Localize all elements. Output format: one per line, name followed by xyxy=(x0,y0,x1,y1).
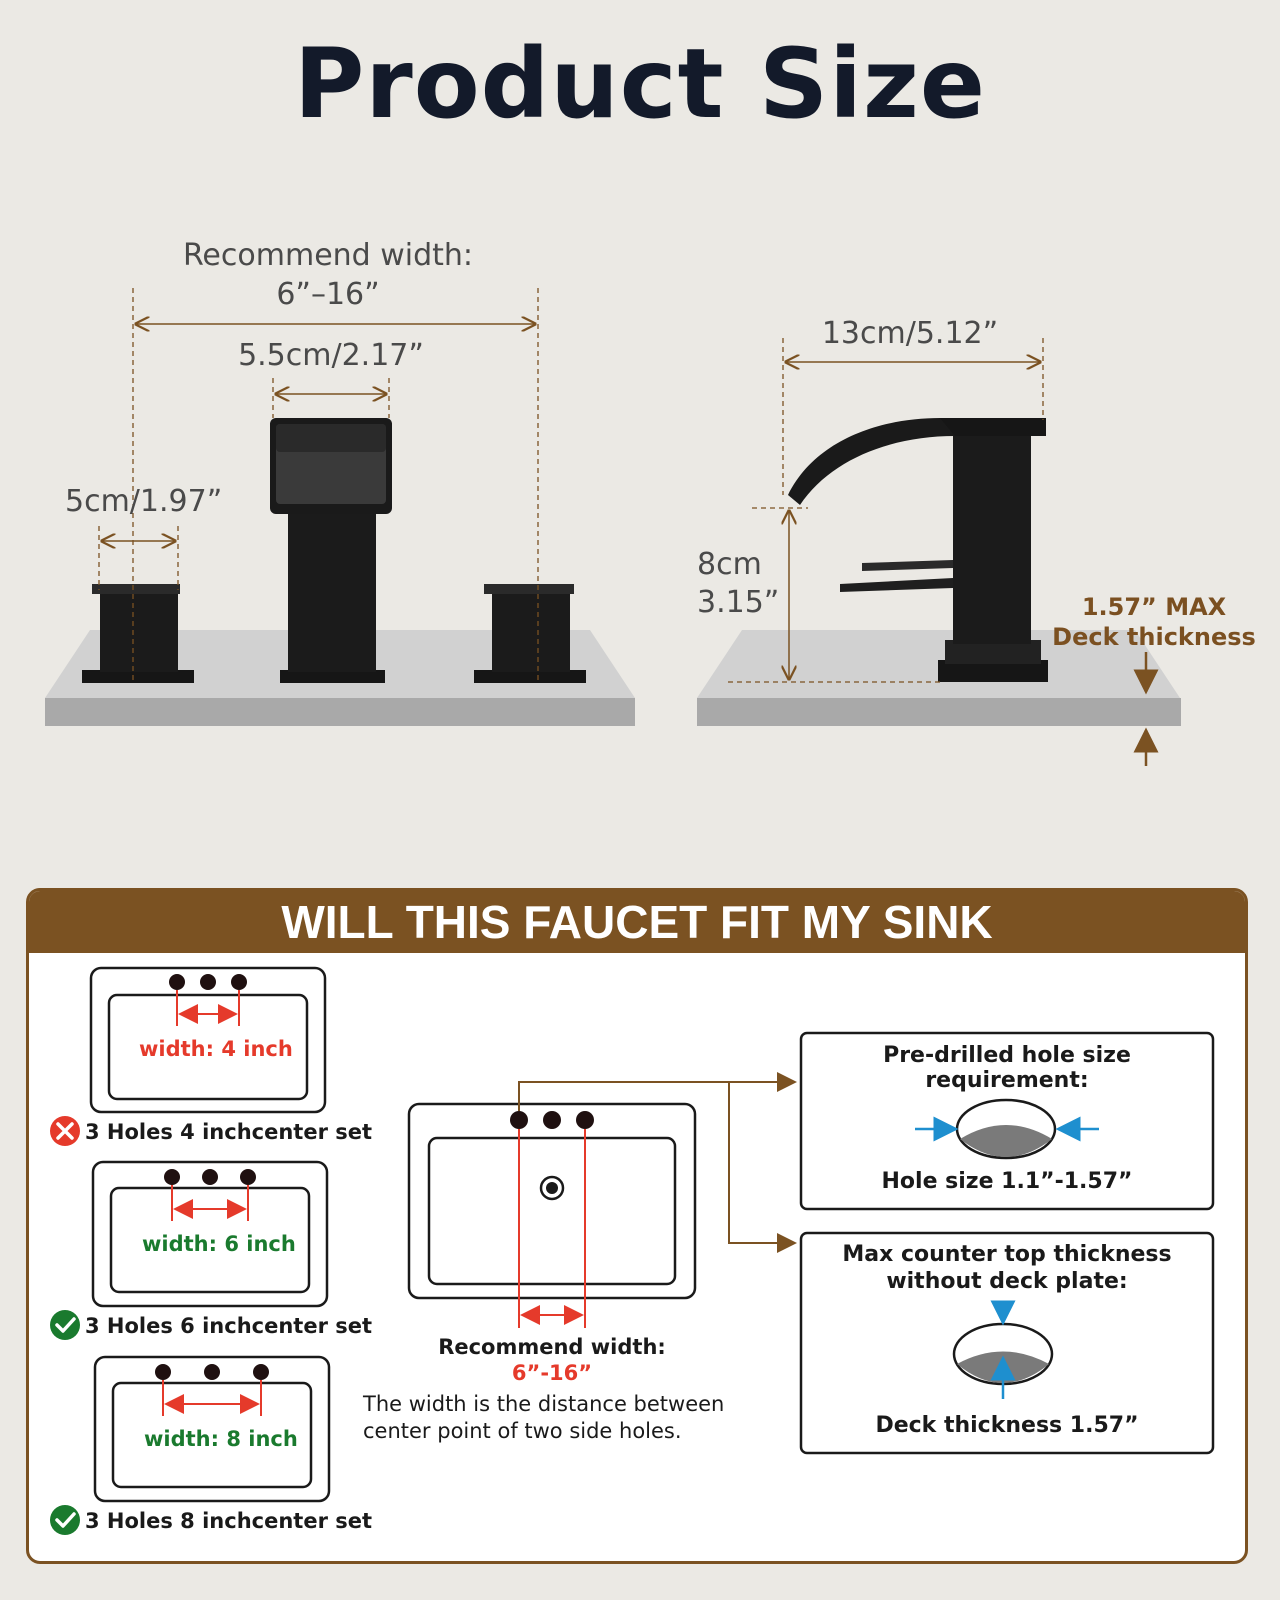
option-4-caption: 3 Holes 4 inchcenter set xyxy=(85,1120,373,1144)
height-line2: 3.15” xyxy=(697,585,780,620)
check-icon xyxy=(50,1505,80,1535)
cross-icon xyxy=(50,1116,80,1146)
connector-lines xyxy=(518,1072,797,1253)
spout-width-label: 5.5cm/2.17” xyxy=(238,338,424,373)
deck-thickness-label: 1.57” MAX Deck thickness xyxy=(1046,592,1262,652)
sink-6-inch xyxy=(91,1160,329,1308)
fit-banner: WILL THIS FAUCET FIT MY SINK xyxy=(29,891,1245,953)
center-spout xyxy=(270,418,392,683)
front-dimensions xyxy=(98,288,539,680)
width-note-line1: The width is the distance between xyxy=(363,1392,725,1416)
hole-requirement-title: Pre-drilled hole size requirement: xyxy=(883,1043,1131,1093)
recommend-value: 6”-16” xyxy=(511,1361,593,1385)
handle-width-label: 5cm/1.97” xyxy=(65,484,223,519)
reach-label: 13cm/5.12” xyxy=(821,316,999,351)
sink-4-inch xyxy=(89,966,327,1114)
recommend-width-line2: 6”–16” xyxy=(276,277,380,312)
fit-diagram xyxy=(50,966,1215,1535)
height-label: 8cm 3.15” xyxy=(697,546,779,622)
product-size-diagram xyxy=(45,288,1181,766)
center-sink xyxy=(407,1102,697,1328)
width-4-label: width: 4 inch xyxy=(139,1037,293,1061)
deck-thickness-value: Deck thickness 1.57” xyxy=(875,1413,1139,1438)
hole-requirement-box xyxy=(799,1031,1215,1211)
deck-line1: 1.57” MAX xyxy=(1081,593,1227,621)
thickness-requirement-box xyxy=(799,1231,1215,1455)
recommend-label: Recommend width: xyxy=(438,1335,666,1359)
width-8-label: width: 8 inch xyxy=(144,1427,298,1451)
recommend-width-line1: Recommend width: xyxy=(182,238,474,273)
side-faucet xyxy=(788,418,1048,682)
width-note: The width is the distance between center… xyxy=(363,1391,724,1445)
height-line1: 8cm xyxy=(697,547,762,582)
right-handle xyxy=(474,584,586,683)
deck-line2: Deck thickness xyxy=(1052,623,1256,651)
page-title: Product Size xyxy=(294,28,986,140)
hole-size-label: Hole size 1.1”-1.57” xyxy=(881,1169,1133,1194)
recommend-width-label: Recommend width: 6”–16” xyxy=(170,238,486,312)
fit-panel: WILL THIS FAUCET FIT MY SINK xyxy=(26,888,1248,1564)
sink-8-inch xyxy=(93,1355,331,1503)
side-dimensions xyxy=(728,338,1159,766)
check-icon xyxy=(50,1310,80,1340)
option-8-caption: 3 Holes 8 inchcenter set xyxy=(85,1509,373,1533)
thickness-title-line2: without deck plate: xyxy=(886,1269,1128,1294)
thickness-requirement-title: Max counter top thickness without deck p… xyxy=(801,1241,1213,1295)
left-handle xyxy=(82,584,194,683)
width-note-line2: center point of two side holes. xyxy=(363,1419,682,1443)
thickness-title-line1: Max counter top thickness xyxy=(842,1242,1172,1267)
option-6-caption: 3 Holes 6 inchcenter set xyxy=(85,1314,373,1338)
width-6-label: width: 6 inch xyxy=(142,1232,296,1256)
